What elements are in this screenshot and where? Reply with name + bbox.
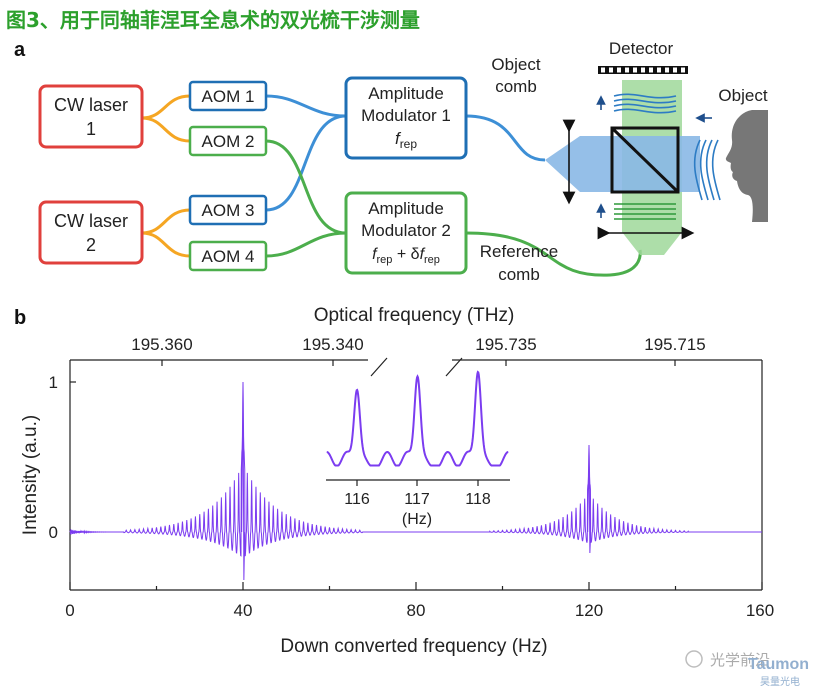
x-tick-0: 0: [65, 601, 74, 620]
y-tick-1: 1: [49, 373, 58, 392]
cw-laser-1-line2: 1: [86, 119, 96, 139]
fiber-aom3-am1: [265, 114, 347, 212]
x-axis-label: Down converted frequency (Hz): [280, 636, 547, 657]
reference-comb-label-2: comb: [498, 265, 540, 284]
cw-laser-2-line1: CW laser: [54, 211, 128, 231]
am2-frequency: frep + δfrep: [372, 246, 440, 266]
fiber-cw1-aom2: [141, 116, 191, 143]
cw-laser-2-box: [38, 200, 144, 265]
fiber-aom2-am2: [265, 139, 347, 235]
fiber-aom1-am1: [265, 94, 347, 118]
amplitude-modulator-1-box: [344, 76, 468, 160]
x-tick-40: 40: [234, 601, 253, 620]
reference-wavefronts-bottom: [614, 203, 676, 220]
object-head-icon: [725, 110, 768, 222]
top-tick-label-2: 195.340: [302, 335, 363, 354]
aom-3-box: [188, 194, 268, 226]
aom-3-label: AOM 3: [202, 201, 255, 220]
inset-unit: (Hz): [402, 511, 432, 528]
x-tick-120: 120: [575, 601, 603, 620]
fiber-aom4-am2: [265, 231, 347, 258]
panel-b-label: b: [14, 307, 26, 329]
am1-line2: Modulator 1: [361, 106, 451, 125]
panel-a-label: a: [14, 39, 26, 61]
cw-laser-2-line2: 2: [86, 235, 96, 255]
top-tick-label-4: 195.715: [644, 335, 705, 354]
fiber-cw1-aom1: [141, 94, 191, 120]
aom-2-label: AOM 2: [202, 132, 255, 151]
inset-tick-117: 117: [404, 491, 430, 508]
reference-comb-label-1: Reference: [480, 242, 558, 261]
x-tick-80: 80: [407, 601, 426, 620]
axis-break-marks: [370, 357, 463, 377]
fiber-reference-comb: [465, 231, 642, 277]
watermark-text-1: 光学前沿: [710, 652, 770, 669]
figure-title: 图3、用于同轴菲涅耳全息术的双光梳干涉测量: [6, 8, 420, 32]
inset-trace: [326, 370, 509, 467]
x-tick-160: 160: [746, 601, 774, 620]
cw-laser-1-line1: CW laser: [54, 95, 128, 115]
inset-ticks: [356, 480, 479, 486]
inset-tick-118: 118: [465, 491, 491, 508]
amplitude-modulator-2-box: [344, 191, 468, 275]
am1-frep: frep: [395, 129, 417, 151]
top-tick-label-3: 195.735: [475, 335, 536, 354]
detector-pixels: [601, 67, 685, 73]
y-axis-label: Intensity (a.u.): [20, 415, 41, 535]
y-tick-0: 0: [49, 523, 58, 542]
object-comb-label-2: comb: [495, 77, 537, 96]
interferogram-trace: [69, 381, 762, 581]
fiber-object-comb: [465, 114, 546, 162]
object-reflected-wavefronts: [693, 139, 721, 201]
watermark-text-3: 昊量光电: [760, 675, 800, 688]
object-label: Object: [718, 86, 767, 105]
aom-1-label: AOM 1: [202, 87, 255, 106]
detector-label: Detector: [609, 39, 674, 58]
aom-1-box: [188, 80, 268, 112]
beam-splitter: [610, 126, 680, 194]
am2-line1: Amplitude: [368, 199, 444, 218]
inset-tick-116: 116: [344, 491, 370, 508]
beam-splitter-diagonal: [610, 126, 680, 194]
blue-object-beam: [545, 136, 700, 192]
top-axis-label: Optical frequency (THz): [314, 305, 515, 326]
am1-line1: Amplitude: [368, 84, 444, 103]
watermark: 光学前沿 Taumon 昊量光电: [685, 650, 809, 688]
aom-4-label: AOM 4: [202, 247, 255, 266]
fiber-cw2-aom3: [141, 208, 191, 235]
aom-2-box: [188, 125, 268, 157]
object-wavefronts-top: [613, 93, 677, 114]
fiber-cw2-aom4: [141, 231, 191, 258]
aom-4-box: [188, 240, 268, 272]
cw-laser-1-box: [38, 84, 144, 149]
top-tick-label-1: 195.360: [131, 335, 192, 354]
am2-line2: Modulator 2: [361, 221, 451, 240]
object-comb-label-1: Object: [491, 55, 540, 74]
watermark-text-2: Taumon: [748, 656, 809, 673]
